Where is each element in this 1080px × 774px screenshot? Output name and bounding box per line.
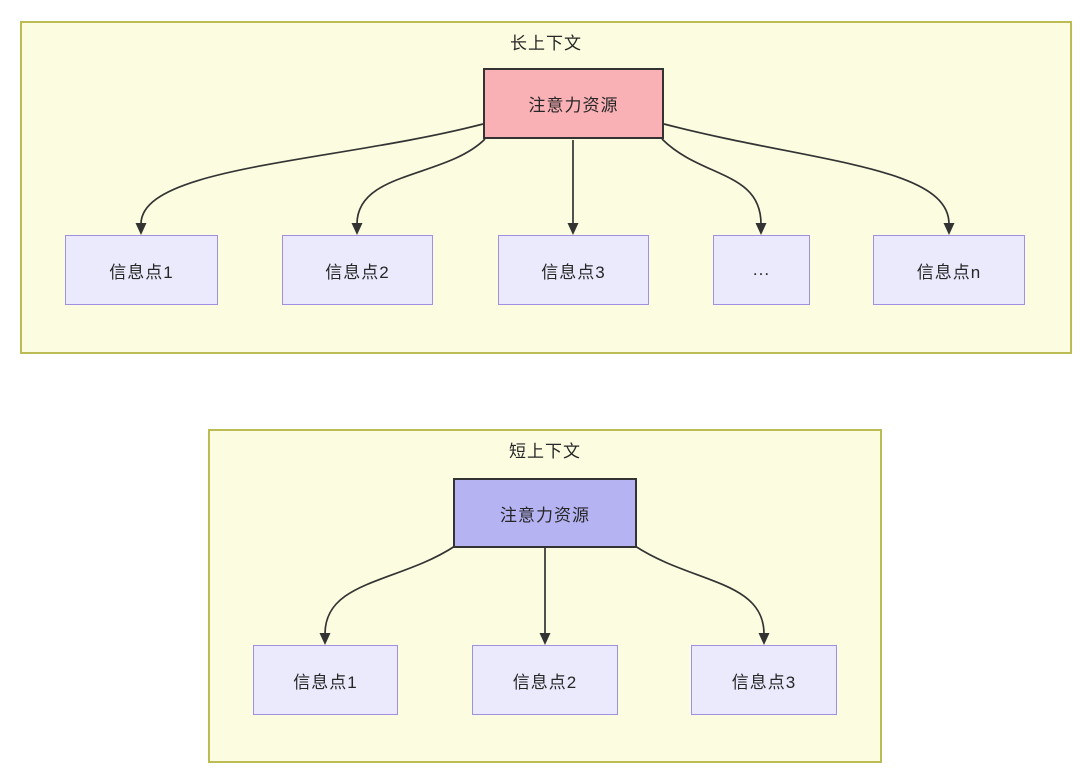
short-node-info-3: 信息点3	[691, 645, 837, 715]
short-node-label-3: 信息点3	[731, 672, 797, 692]
short-context-title: 短上下文	[509, 442, 581, 461]
short-context-hub-attention-resources: 注意力资源	[453, 478, 637, 548]
long-node-label-1: 信息点1	[109, 262, 174, 282]
short-node-label-2: 信息点2	[512, 672, 578, 692]
long-node-info-1: 信息点1	[65, 235, 218, 305]
long-node-info-n: 信息点n	[873, 235, 1025, 305]
long-node-label-n: 信息点n	[916, 262, 982, 282]
long-node-label-2: 信息点2	[325, 262, 390, 282]
short-hub-label: 注意力资源	[500, 505, 590, 525]
short-node-info-2: 信息点2	[472, 645, 618, 715]
long-context-title: 长上下文	[510, 34, 582, 53]
long-node-info-3: 信息点3	[498, 235, 649, 305]
long-node-info-2: 信息点2	[282, 235, 433, 305]
long-node-ellipsis: ...	[713, 235, 810, 305]
short-node-label-1: 信息点1	[293, 672, 358, 692]
short-node-info-1: 信息点1	[253, 645, 398, 715]
long-hub-label: 注意力资源	[528, 96, 619, 115]
long-node-label-ellipsis: ...	[752, 260, 771, 279]
long-context-hub-attention-resources: 注意力资源	[483, 68, 664, 139]
long-node-label-3: 信息点3	[541, 262, 606, 282]
